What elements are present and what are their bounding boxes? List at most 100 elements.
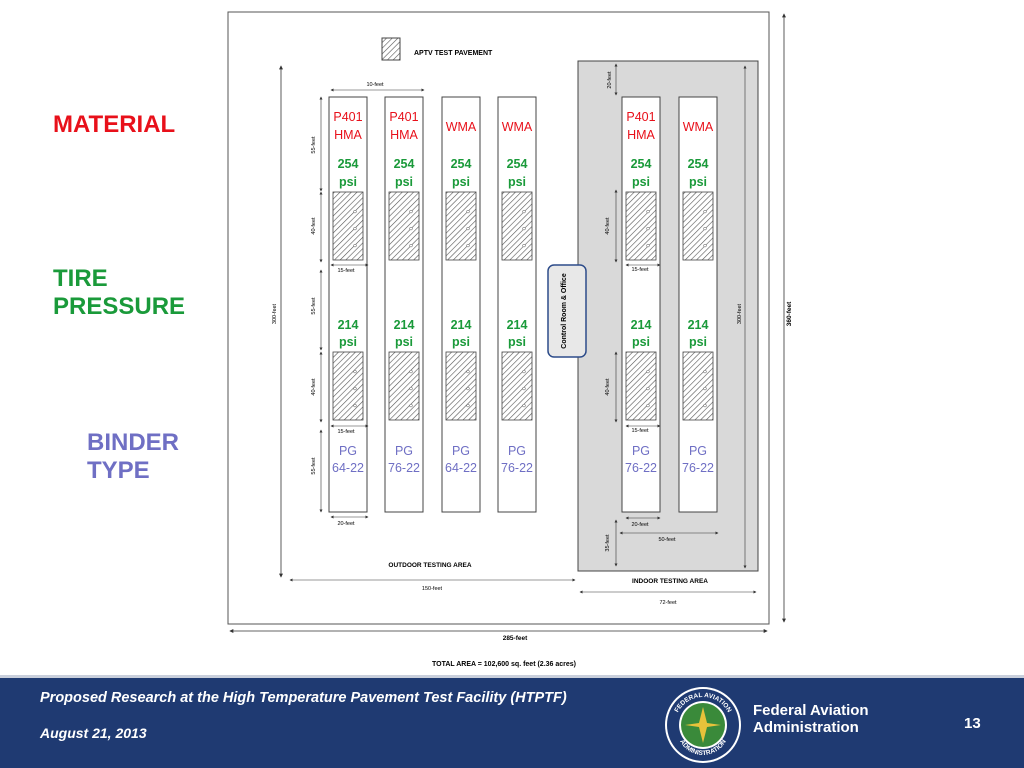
dim-indoor-15-feet-1: 15-feet: [631, 267, 649, 273]
sensor-dot: [646, 243, 650, 248]
binder-type-line-1: BINDER: [87, 429, 180, 456]
sensor-dot: [353, 209, 357, 214]
material-label-2: HMA: [334, 128, 362, 142]
material-label-2: HMA: [390, 128, 418, 142]
sensor-dot: [703, 403, 707, 408]
pressure-upper-value: 254: [631, 157, 652, 171]
pressure-lower-value: 214: [338, 318, 359, 332]
sensor-dot: [353, 403, 357, 408]
sensor-dot: [409, 226, 413, 231]
faa-seal-icon: FEDERAL AVIATION ADMINISTRATION: [665, 687, 741, 763]
pressure-lower-unit: psi: [689, 335, 707, 349]
control-room-label: Control Room & Office: [561, 273, 568, 349]
sensor-dot: [466, 403, 470, 408]
footer-bar: Proposed Research at the High Temperatur…: [0, 675, 1024, 768]
indoor-testing-area: [577, 60, 759, 572]
pressure-upper-unit: psi: [395, 175, 413, 189]
pressure-lower-unit: psi: [632, 335, 650, 349]
pressure-upper-value: 254: [394, 157, 415, 171]
facility-layout-diagram: APTV TEST PAVEMENT P401HMA254psi214psiPG…: [227, 11, 793, 668]
sensor-dot: [703, 226, 707, 231]
material-label-2: HMA: [627, 128, 655, 142]
material-label-1: P401: [389, 110, 418, 124]
sensor-dot: [409, 209, 413, 214]
pressure-upper-unit: psi: [689, 175, 707, 189]
sensor-dot: [353, 369, 357, 374]
binder-label-1: PG: [689, 444, 707, 458]
lane-outline: [384, 96, 424, 513]
pressure-upper-value: 254: [451, 157, 472, 171]
pressure-lower-value: 214: [631, 318, 652, 332]
sensor-dot: [409, 243, 413, 248]
test-section-1: [625, 191, 657, 261]
sensor-dot: [703, 369, 707, 374]
sensor-dot: [522, 226, 526, 231]
dim-55-feet-1: 55-feet: [311, 136, 317, 154]
pressure-lower-value: 214: [394, 318, 415, 332]
test-section-2: [388, 351, 420, 421]
material-heading: MATERIAL: [53, 111, 176, 138]
agency-name-line-2: Administration: [753, 719, 859, 736]
dim-15-feet-2: 15-feet: [337, 429, 355, 435]
total-area: TOTAL AREA = 102,600 sq. feet (2.36 acre…: [432, 661, 576, 668]
tire-pressure-line-2: PRESSURE: [53, 293, 186, 320]
lane-outline: [621, 96, 661, 513]
dim-15-feet-1: 15-feet: [337, 268, 355, 274]
binder-label-2: 64-22: [445, 461, 477, 475]
test-section-1: [682, 191, 714, 261]
pressure-lower-unit: psi: [339, 335, 357, 349]
binder-label-2: 76-22: [625, 461, 657, 475]
agency-name: Federal Aviation Administration: [753, 702, 869, 736]
sensor-dot: [466, 386, 470, 391]
pressure-upper-value: 254: [338, 157, 359, 171]
dim-360-feet: 360-feet: [786, 301, 793, 326]
sensor-dot: [646, 209, 650, 214]
dim-40-feet-1: 40-feet: [311, 217, 317, 235]
binder-label-2: 76-22: [682, 461, 714, 475]
site-boundary: [227, 11, 770, 625]
material-label-1: P401: [333, 110, 362, 124]
agency-name-line-1: Federal Aviation: [753, 702, 869, 719]
tire-pressure-line-1: TIRE: [53, 265, 108, 292]
test-section-2: [445, 351, 477, 421]
binder-label-1: PG: [508, 444, 526, 458]
binder-label-2: 76-22: [501, 461, 533, 475]
dim-55-feet-3: 55-feet: [311, 457, 317, 475]
pressure-upper-unit: psi: [508, 175, 526, 189]
sensor-dot: [409, 386, 413, 391]
sensor-dot: [703, 243, 707, 248]
dim-indoor-15-feet-2: 15-feet: [631, 428, 649, 434]
dim-indoor-300-feet: 300-feet: [737, 303, 743, 324]
material-label-1: WMA: [502, 120, 533, 134]
dim-indoor-40-feet-1: 40-feet: [605, 217, 611, 235]
binder-type-heading: BINDER TYPE: [87, 429, 179, 485]
material-label-1: WMA: [683, 120, 714, 134]
test-section-2: [625, 351, 657, 421]
sensor-dot: [646, 226, 650, 231]
sensor-dot: [353, 386, 357, 391]
tire-pressure-heading: TIRE PRESSURE: [53, 265, 185, 321]
sensor-dot: [409, 403, 413, 408]
page-number: 13: [964, 715, 981, 732]
pressure-upper-unit: psi: [632, 175, 650, 189]
sensor-dot: [703, 386, 707, 391]
footer-top-rule: [0, 675, 1024, 678]
indoor-area-label: INDOOR TESTING AREA: [632, 578, 708, 585]
lane-outline: [328, 96, 368, 513]
dim-10-feet: 10-feet: [366, 82, 384, 88]
test-section-2: [332, 351, 364, 421]
sensor-dot: [353, 226, 357, 231]
sensor-dot: [646, 369, 650, 374]
dim-40-feet-2: 40-feet: [311, 378, 317, 396]
lane-outline: [497, 96, 537, 513]
test-section-2: [682, 351, 714, 421]
pressure-upper-value: 254: [507, 157, 528, 171]
dim-55-feet-2: 55-feet: [311, 297, 317, 315]
material-label-1: P401: [626, 110, 655, 124]
pressure-upper-value: 254: [688, 157, 709, 171]
test-section-1: [388, 191, 420, 261]
footer-date: August 21, 2013: [40, 725, 147, 741]
